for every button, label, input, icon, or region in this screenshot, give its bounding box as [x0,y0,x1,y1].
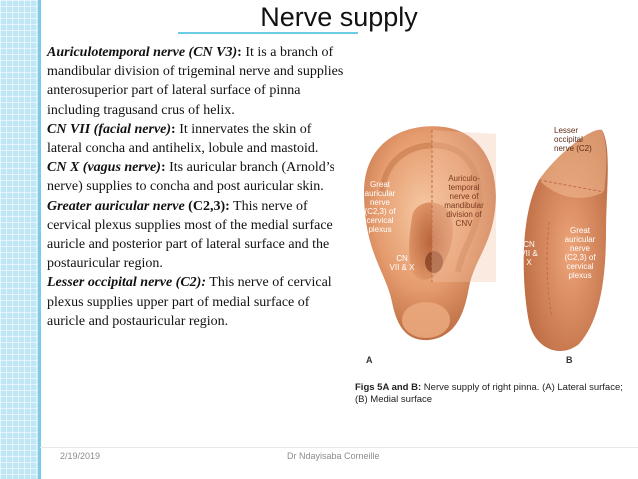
decorative-left-band [0,0,38,479]
footer-divider [40,447,638,448]
paragraph-auriculotemporal: Auriculotemporal nerve (CN V3): It is a … [47,43,349,120]
term-facial: CN VII (facial nerve) [47,121,172,137]
text-facial: It innervates the skin of lateral concha… [47,121,319,157]
auriculotemporal-region [432,130,496,282]
paragraph-lesser-occipital: Lesser occipital nerve (C2): This nerve … [47,273,349,331]
term-lesser-occipital: Lesser occipital nerve (C2): [47,275,207,291]
term-vagus: CN X (vagus nerve) [47,160,161,176]
text-lesser-occipital: This nerve of cervical plexus supplies u… [47,275,332,329]
ear-illustration [364,126,608,352]
term-auriculotemporal: Auriculotemporal nerve (CN V3) [47,45,238,60]
label-great-auricular-a: Great auricular nerve (C2,3) of cervical… [364,180,396,234]
footer-date: 2/19/2019 [60,451,101,461]
slide-title: Nerve supply [260,2,418,32]
figure-letter-b: B [566,355,573,365]
body-text: Auriculotemporal nerve (CN V3): It is a … [47,43,349,331]
label-cn-vii-x-b: CN VII & X [520,240,538,267]
paragraph-vagus: CN X (vagus nerve): Its auricular branch… [47,158,349,196]
text-greater-auricular: This nerve of cervical plexus supplies m… [47,198,348,272]
label-great-auricular-b: Great auricular nerve (C2,3) of cervical… [564,226,596,280]
title-underline [178,32,358,34]
lesser-occipital-region [539,129,607,198]
text-vagus: Its auricular branch (Arnold’s nerve) su… [47,160,336,195]
term-greater-auricular-extra: (C2,3): [184,198,230,214]
term-colon: : [237,45,242,60]
caption-label: Figs 5A and B: [355,382,422,393]
label-auriculotemporal: Auriculo- temporal nerve of mandibular d… [444,174,484,228]
figure-letter-a: A [366,355,373,365]
label-lesser-occipital: Lesser occipital nerve (C2) [554,126,592,153]
term-colon: : [160,160,166,176]
caption-text: Nerve supply of right pinna. (A) Lateral… [355,382,623,405]
paragraph-facial: CN VII (facial nerve): It innervates the… [47,120,349,158]
decorative-band-edge [38,0,41,479]
text-auriculotemporal: It is a branch of mandibular division of… [47,45,344,118]
paragraph-greater-auricular: Greater auricular nerve (C2,3): This ner… [47,197,349,274]
ear-figure: Great auricular nerve (C2,3) of cervical… [334,122,634,412]
label-cn-vii-x-a: CN VII & X [389,254,415,272]
term-colon: : [171,121,176,137]
term-greater-auricular: Greater auricular nerve [47,198,185,214]
figure-caption: Figs 5A and B: Nerve supply of right pin… [355,382,635,406]
footer-author: Dr Ndayisaba Corneille [287,451,380,461]
